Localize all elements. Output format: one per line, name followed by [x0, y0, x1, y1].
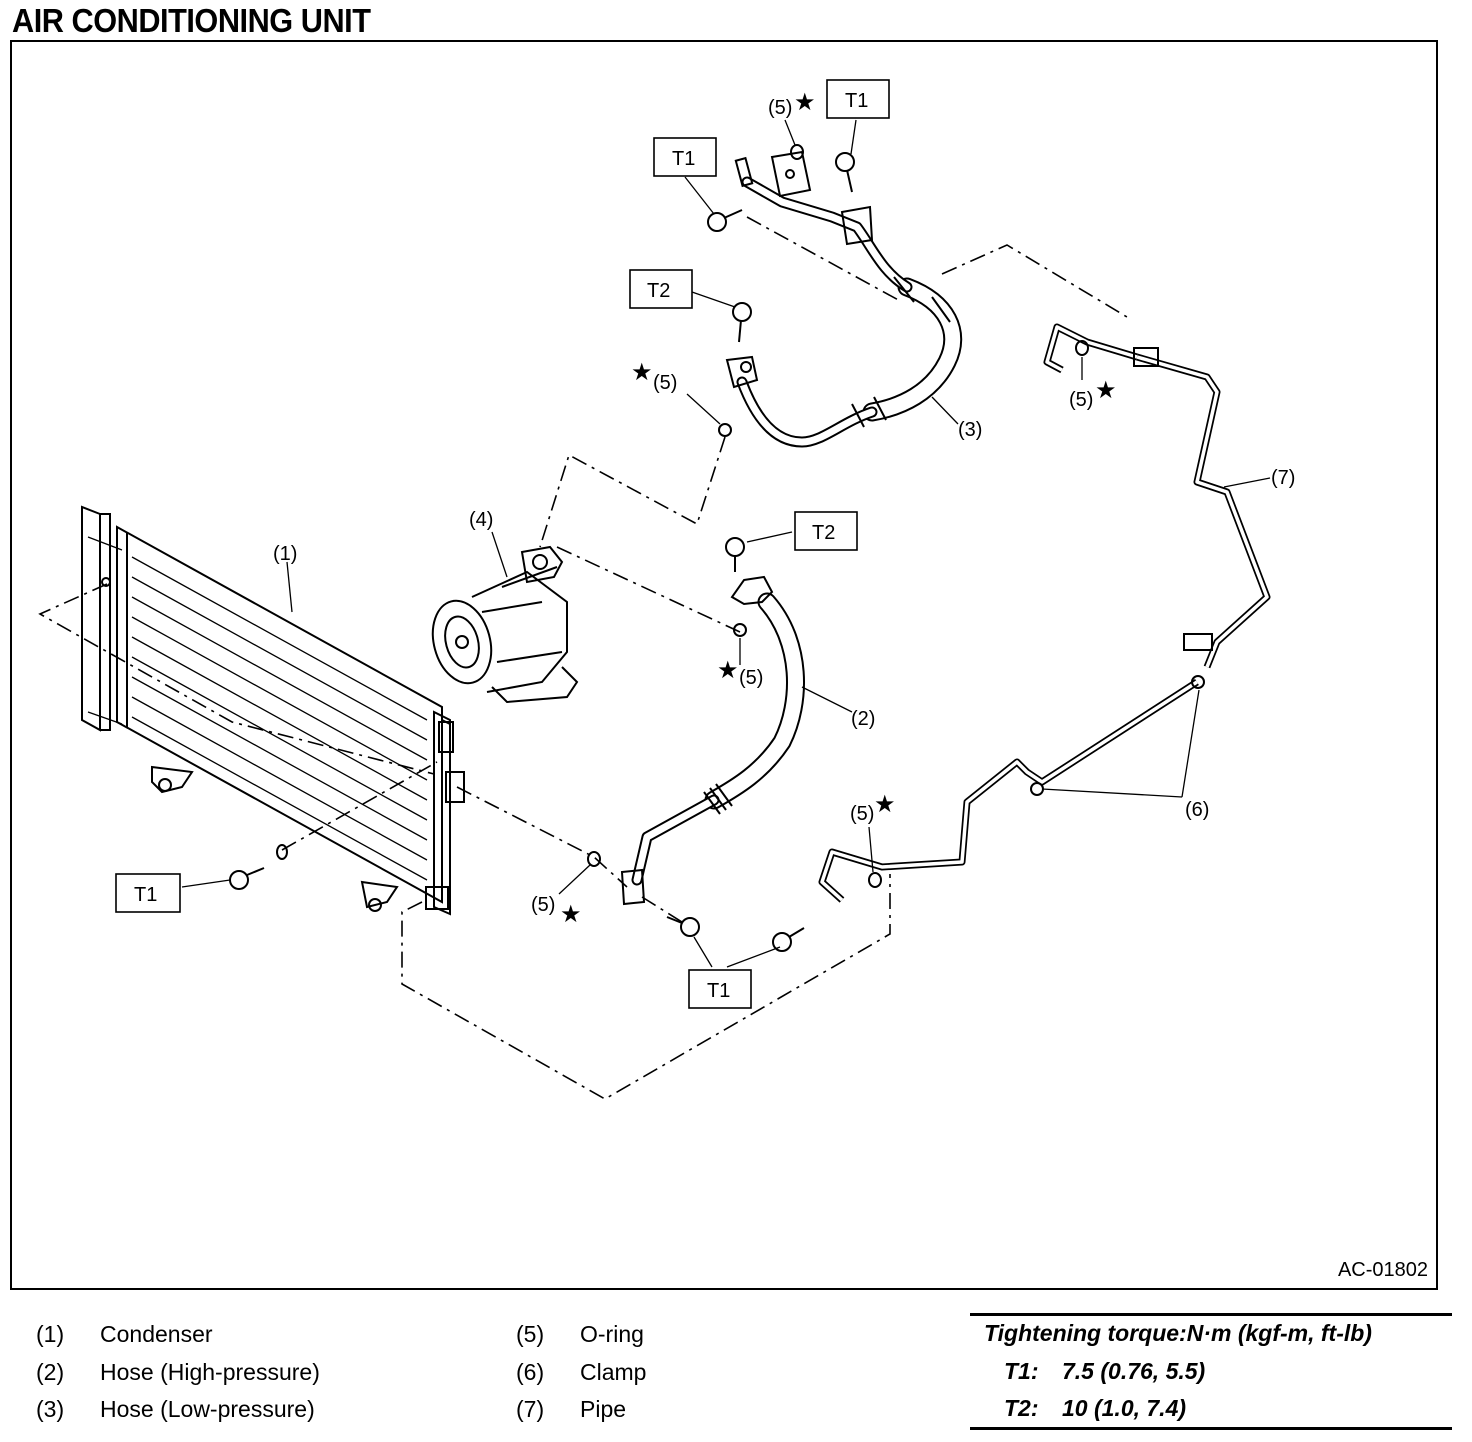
bolts	[229, 152, 855, 952]
legend-name: Condenser	[100, 1321, 213, 1347]
legend-name: Clamp	[580, 1359, 647, 1385]
legend-name: O-ring	[580, 1321, 644, 1347]
torque-key: T1:	[1004, 1358, 1039, 1384]
leader-lines	[181, 119, 1271, 968]
callout-4: (4)	[469, 509, 493, 531]
star-icon: ★	[1095, 376, 1117, 404]
callout-5-top: (5)	[768, 97, 792, 119]
callout-5-right: (5)	[1069, 389, 1093, 411]
legend-number: (7)	[516, 1396, 545, 1422]
parts-legend: (5) O-ring (6) Clamp (7) Pipe	[516, 1321, 936, 1431]
tag-t2: T2	[812, 522, 835, 544]
diagram-drawing: .ln { stroke:#000; stroke-width:2; fill:…	[38, 79, 1295, 1100]
divider	[970, 1313, 1452, 1316]
hose-low-pressure	[725, 150, 963, 448]
compressor	[431, 545, 579, 704]
star-icon: ★	[560, 900, 582, 928]
parts-legend: (1) Condenser (2) Hose (High-pressure) (…	[36, 1321, 496, 1431]
diagram-frame: .ln { stroke:#000; stroke-width:2; fill:…	[10, 40, 1438, 1290]
callout-5-lower-right: (5)	[850, 803, 874, 825]
callout-2: (2)	[851, 708, 875, 730]
hose-high-pressure	[620, 575, 805, 906]
legend-name: Hose (Low-pressure)	[100, 1396, 315, 1422]
divider	[970, 1427, 1452, 1430]
legend-number: (2)	[36, 1359, 65, 1385]
callout-7: (7)	[1271, 467, 1295, 489]
callout-3: (3)	[958, 419, 982, 441]
condenser	[81, 505, 465, 916]
star-icon: ★	[717, 656, 739, 684]
page-title: AIR CONDITIONING UNIT	[12, 2, 371, 39]
callout-6: (6)	[1185, 799, 1209, 821]
callouts: (1) (2) (3) (4) (6) (7) (5) ★ ★ (5) ★ (5…	[273, 88, 1295, 928]
legend-number: (5)	[516, 1321, 545, 1347]
tag-t2: T2	[647, 280, 670, 302]
callout-5-lower-left: (5)	[531, 894, 555, 916]
callout-5-upper-left: (5)	[653, 372, 677, 394]
legend-number: (3)	[36, 1396, 65, 1422]
torque-key: T2:	[1004, 1395, 1039, 1421]
legend-number: (6)	[516, 1359, 545, 1385]
torque-value: 10 (1.0, 7.4)	[1062, 1395, 1187, 1421]
torque-tags: T1 T1 T2 T2 T1 T1	[115, 79, 890, 1009]
star-icon: ★	[874, 790, 896, 818]
o-rings	[276, 144, 1089, 888]
star-icon: ★	[631, 358, 653, 386]
torque-value: 7.5 (0.76, 5.5)	[1062, 1358, 1206, 1384]
tag-t1: T1	[845, 90, 868, 112]
tag-t1: T1	[672, 148, 695, 170]
tag-t1: T1	[134, 884, 157, 906]
legend-name: Hose (High-pressure)	[100, 1359, 320, 1385]
condenser-fins	[131, 556, 428, 881]
torque-heading: Tightening torque:N·m (kgf-m, ft-lb)	[984, 1320, 1372, 1346]
callout-5-middle: (5)	[739, 667, 763, 689]
legend-number: (1)	[36, 1321, 65, 1347]
connection-lines	[38, 216, 1133, 1100]
callout-1: (1)	[273, 543, 297, 565]
star-icon: ★	[794, 88, 816, 116]
pipe	[818, 323, 1271, 903]
tag-t1: T1	[707, 980, 730, 1002]
figure-id: AC-01802	[1337, 1259, 1428, 1281]
legend-name: Pipe	[580, 1396, 627, 1422]
